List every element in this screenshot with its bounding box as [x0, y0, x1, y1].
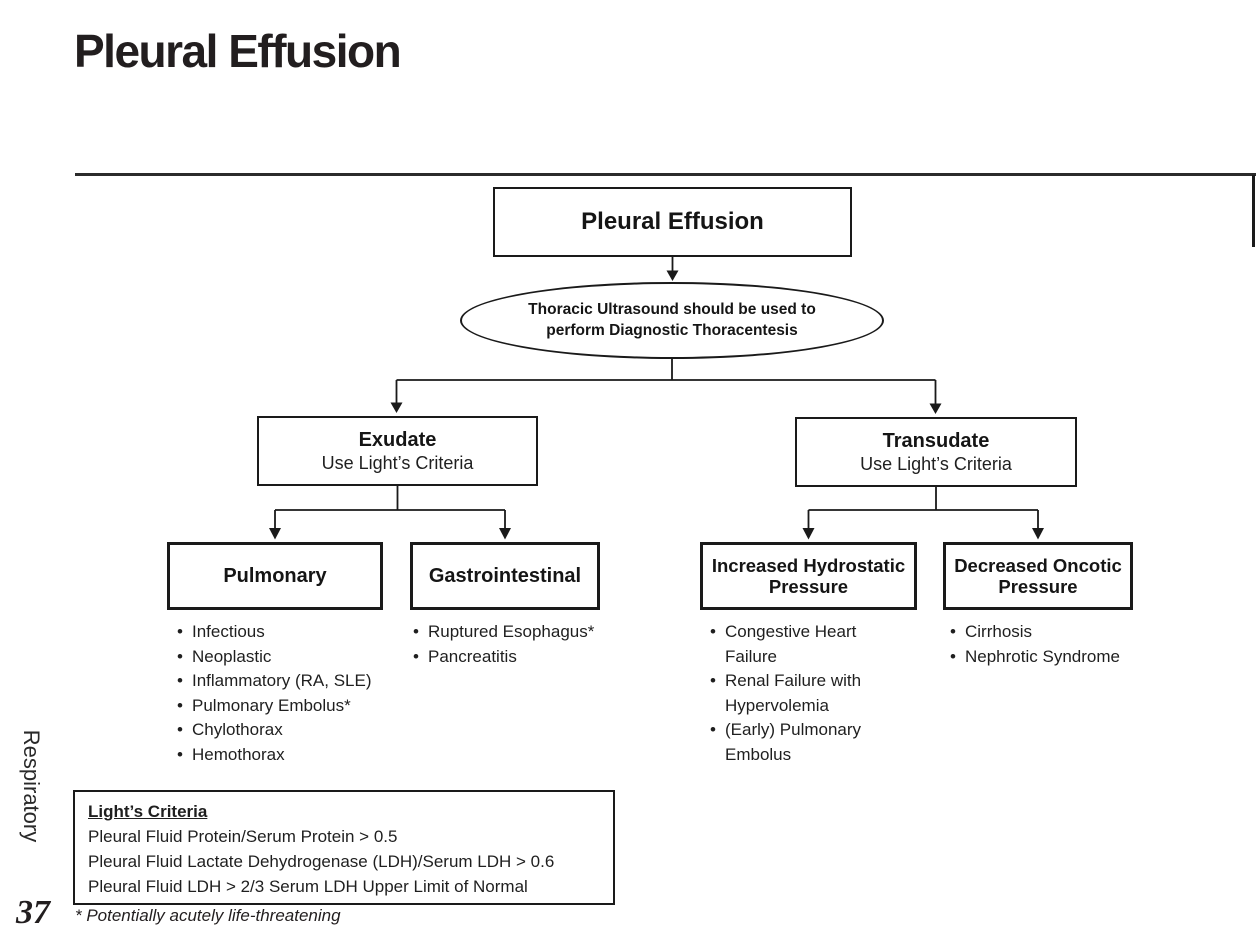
chapter-tab-respiratory: Respiratory	[19, 729, 44, 843]
lights-criteria-rule: Pleural Fluid Lactate Dehydrogenase (LDH…	[88, 852, 555, 871]
title-divider-rule	[75, 173, 1256, 176]
page-number: 37	[16, 894, 50, 931]
node-thoracic-ultrasound: Thoracic Ultrasound should be used to pe…	[460, 282, 884, 359]
list-item: Renal Failure with Hypervolemia	[710, 669, 882, 718]
node-increased-hydrostatic-pressure: Increased Hydrostatic Pressure	[700, 542, 917, 610]
node-decreased-oncotic-pressure: Decreased Oncotic Pressure	[943, 542, 1133, 610]
node-exudate-title: Exudate	[358, 428, 437, 451]
list-item: Cirrhosis	[950, 620, 1155, 645]
node-hydro-title-line2: Pressure	[768, 576, 849, 597]
node-pulmonary: Pulmonary	[167, 542, 383, 610]
list-item: Inflammatory (RA, SLE)	[177, 669, 412, 694]
node-gastrointestinal: Gastrointestinal	[410, 542, 600, 610]
pulmonary-causes-list: Infectious Neoplastic Inflammatory (RA, …	[177, 620, 412, 768]
connector-root-to-ultrasound	[666, 257, 679, 281]
list-item: Nephrotic Syndrome	[950, 645, 1155, 670]
lights-criteria-title: Light’s Criteria	[88, 802, 208, 821]
node-exudate: Exudate Use Light’s Criteria	[257, 416, 538, 486]
list-item: Infectious	[177, 620, 412, 645]
oncotic-causes-list: Cirrhosis Nephrotic Syndrome	[950, 620, 1155, 669]
gastrointestinal-causes-list: Ruptured Esophagus* Pancreatitis	[413, 620, 628, 669]
page-edge-mark	[1252, 175, 1255, 247]
list-item: Pulmonary Embolus*	[177, 694, 412, 719]
node-gastrointestinal-title: Gastrointestinal	[428, 565, 582, 587]
node-exudate-subtitle: Use Light’s Criteria	[321, 452, 474, 473]
node-pulmonary-title: Pulmonary	[223, 565, 327, 587]
list-item: Neoplastic	[177, 645, 412, 670]
page-title: Pleural Effusion	[74, 25, 402, 77]
node-hydro-title-line1: Increased Hydrostatic	[711, 555, 906, 576]
ultrasound-note-line2: perform Diagnostic Thoracentesis	[546, 321, 798, 339]
node-transudate-subtitle: Use Light’s Criteria	[860, 453, 1012, 474]
node-transudate-title: Transudate	[882, 429, 990, 452]
ultrasound-note-line1: Thoracic Ultrasound should be used to	[528, 301, 816, 318]
node-pleural-effusion: Pleural Effusion	[493, 187, 852, 257]
list-item: Pancreatitis	[413, 645, 628, 670]
list-item: Ruptured Esophagus*	[413, 620, 628, 645]
lights-criteria-rule: Pleural Fluid Protein/Serum Protein > 0.…	[88, 827, 398, 846]
lights-criteria-rule: Pleural Fluid LDH > 2/3 Serum LDH Upper …	[88, 877, 528, 896]
node-oncotic-title-line2: Pressure	[998, 576, 1078, 597]
list-item: Chylothorax	[177, 718, 412, 743]
node-oncotic-title-line1: Decreased Oncotic	[954, 555, 1122, 576]
list-item: (Early) Pulmonary Embolus	[710, 718, 882, 767]
lights-criteria-box: Light’s Criteria Pleural Fluid Protein/S…	[73, 790, 615, 905]
hydrostatic-causes-list: Congestive Heart Failure Renal Failure w…	[710, 620, 882, 768]
node-pleural-effusion-label: Pleural Effusion	[581, 208, 764, 235]
asterisk-footnote: * Potentially acutely life-threatening	[75, 906, 341, 925]
connector-transudate-to-categories	[802, 487, 1044, 540]
connector-exudate-to-categories	[269, 486, 511, 540]
connector-ultrasound-to-exudate-transudate	[390, 358, 942, 414]
list-item: Congestive Heart Failure	[710, 620, 882, 669]
list-item: Hemothorax	[177, 743, 412, 768]
node-transudate: Transudate Use Light’s Criteria	[795, 417, 1077, 487]
